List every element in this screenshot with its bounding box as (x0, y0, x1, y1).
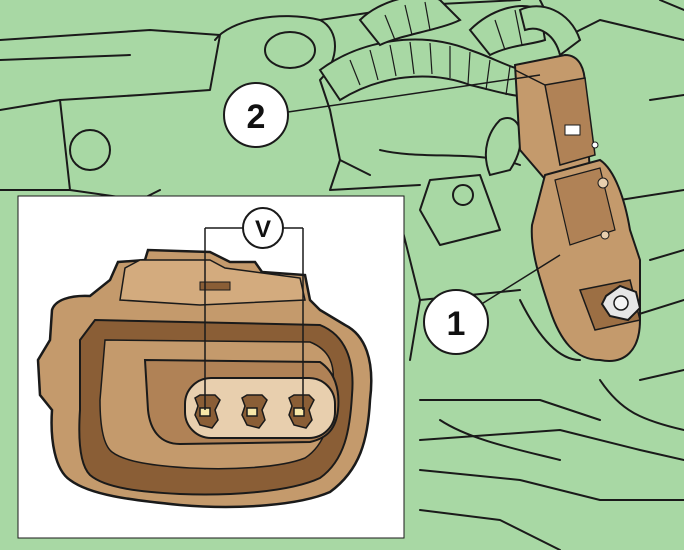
pin-3 (288, 394, 315, 429)
callout-v: V (242, 207, 284, 249)
voltage-bracket (204, 227, 304, 410)
sensor-connector (513, 53, 599, 187)
callout-v-label: V (255, 216, 271, 243)
harness-ribbing (349, 1, 523, 96)
callout-1: 1 (423, 289, 489, 355)
leader-lines (287, 74, 561, 306)
mounting-bolt (600, 284, 642, 322)
pin-2 (241, 394, 268, 429)
callout-2-label: 2 (247, 98, 266, 136)
connector-pins (194, 394, 315, 429)
callout-2: 2 (223, 82, 289, 148)
connector-inset: V (17, 195, 405, 539)
callout-1-label: 1 (447, 305, 466, 343)
